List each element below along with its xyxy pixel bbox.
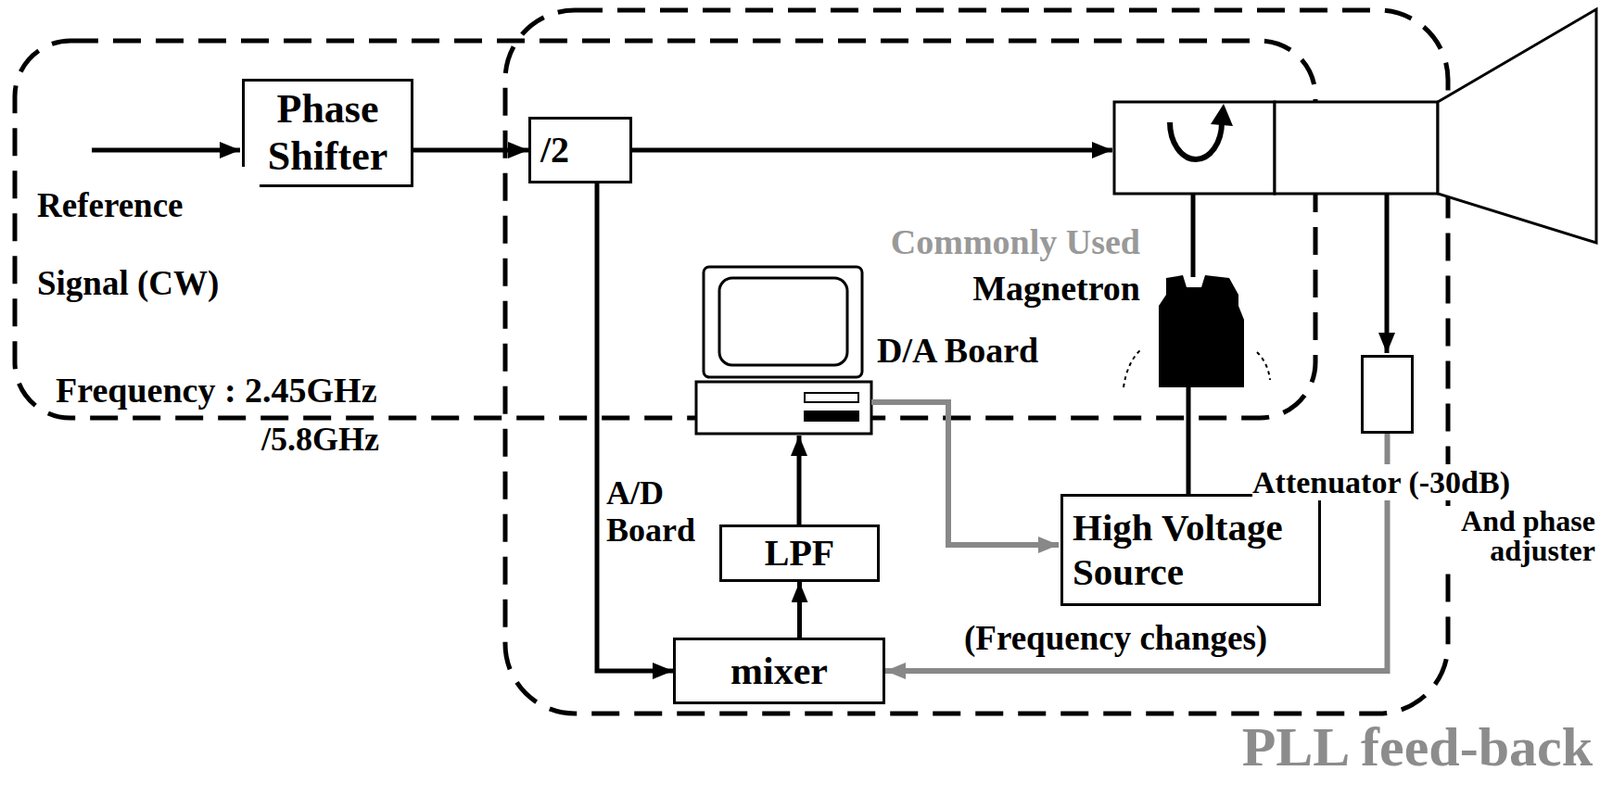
sample-arrow	[1384, 193, 1390, 354]
magnetron-field	[1257, 352, 1270, 381]
signal-connector	[413, 148, 529, 153]
device-label: Commonly Used	[815, 222, 1141, 264]
signal-connector	[596, 183, 674, 672]
power-wire	[1186, 387, 1192, 495]
signal-label: Reference Signal (CW)	[37, 166, 260, 323]
waveguide	[1274, 101, 1438, 194]
filter-box: LPF	[719, 524, 880, 583]
board-label: D/A Board	[876, 330, 1039, 372]
computer-screen	[719, 278, 848, 366]
signal-connector	[797, 582, 802, 638]
computer-monitor	[703, 266, 863, 378]
divider-box: /2	[528, 116, 633, 184]
phase-shifter-box: Phase Shifter	[241, 78, 414, 188]
magnetron-field	[1123, 348, 1143, 388]
board-label: A/D Board	[606, 474, 718, 549]
node-text: High Voltage Source	[1072, 506, 1309, 594]
dashed-region	[505, 10, 1448, 714]
magnetron-wire	[1191, 193, 1196, 278]
node-text: Attenuator (-30dB)	[1252, 464, 1511, 501]
loop-title: PLL feed-back	[1201, 715, 1593, 780]
circulator-symbol	[1169, 122, 1222, 160]
signal-arrow	[632, 148, 1113, 153]
frequency-label: /5.8GHz	[261, 420, 380, 459]
frequency-label: Frequency : 2.45GHz	[55, 370, 378, 412]
note-label: (Frequency changes)	[964, 619, 1268, 660]
mixer-box: mixer	[673, 637, 886, 705]
node-text: And phase adjuster	[1419, 506, 1596, 566]
node-text: Phase Shifter	[253, 86, 402, 180]
node-text: /2	[540, 128, 621, 172]
circulator-box	[1114, 101, 1275, 194]
signal-arrow	[797, 435, 802, 525]
control-arrow	[871, 402, 1059, 546]
disk-drive	[804, 411, 859, 421]
attenuator-box: Attenuator (-30dB)And phase adjuster	[1360, 355, 1414, 434]
device-label: Magnetron	[815, 268, 1141, 310]
computer-base	[696, 381, 872, 434]
magnetron	[1158, 275, 1245, 388]
horn-antenna	[1437, 9, 1597, 243]
circulator-arrowhead	[1210, 103, 1233, 127]
dashed-region	[14, 40, 1316, 419]
power-supply-box: High Voltage Source	[1060, 494, 1321, 607]
node-text: mixer	[685, 648, 874, 694]
node-text: LPF	[731, 532, 868, 575]
disk-drive	[804, 393, 859, 403]
input-arrow	[91, 148, 241, 153]
